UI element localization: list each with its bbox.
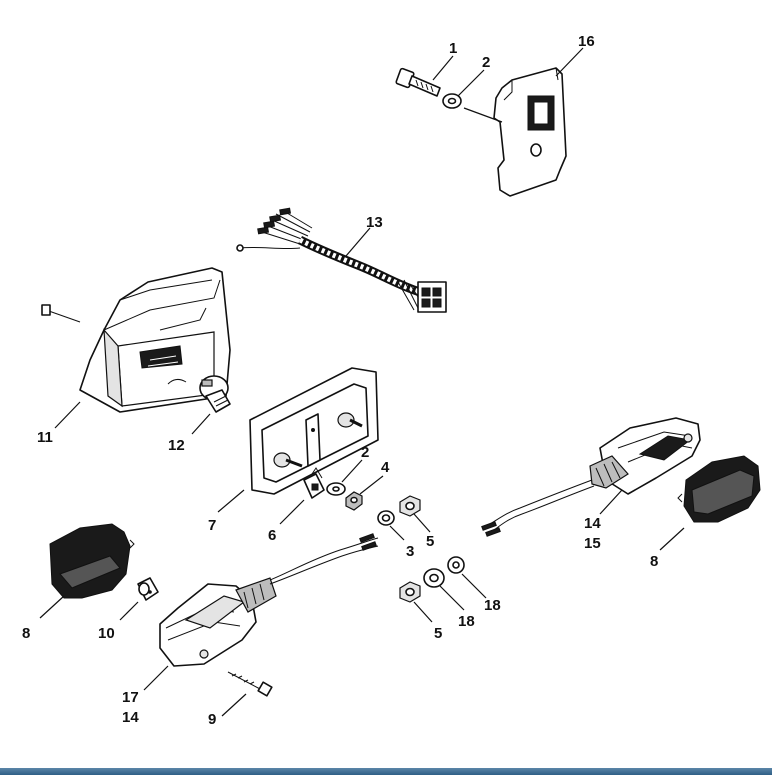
part-6-clip bbox=[303, 467, 325, 499]
callout-17: 18 bbox=[484, 597, 501, 614]
part-2-washer-mid bbox=[326, 482, 346, 496]
callout-4: 4 bbox=[381, 459, 390, 476]
callout-11: 11 bbox=[37, 429, 53, 446]
part-3-washer bbox=[377, 510, 395, 526]
part-8-lens-left bbox=[49, 523, 135, 599]
part-1-bolt bbox=[395, 67, 441, 97]
part-14-turn-signal-left bbox=[159, 533, 379, 667]
callout-5-upper: 5 bbox=[426, 533, 434, 550]
part-16-bracket bbox=[493, 67, 567, 197]
callout-9: 9 bbox=[208, 711, 216, 728]
part-7-plate-bracket bbox=[249, 367, 379, 495]
part-11-taillight-housing bbox=[41, 267, 231, 413]
part-8-lens-right bbox=[677, 455, 761, 523]
callout-15-left: 14 bbox=[122, 709, 139, 726]
callout-14-right: 14 bbox=[584, 515, 601, 532]
part-5-nut-upper bbox=[399, 495, 421, 517]
part-5-nut-lower bbox=[399, 581, 421, 603]
callout-3: 3 bbox=[406, 543, 414, 560]
callout-15-right: 15 bbox=[584, 535, 601, 552]
callout-10: 10 bbox=[98, 625, 115, 642]
callout-5-lower: 5 bbox=[434, 625, 442, 642]
part-2-washer-top bbox=[442, 93, 462, 109]
bottom-bar bbox=[0, 768, 772, 775]
callout-16: 16 bbox=[578, 33, 595, 50]
callout-8-left: 8 bbox=[22, 625, 30, 642]
callout-7: 7 bbox=[208, 517, 216, 534]
callout-8-right: 8 bbox=[650, 553, 658, 570]
part-18-washer bbox=[423, 568, 445, 588]
part-10-small-bulb bbox=[137, 577, 159, 601]
part-12-bulb bbox=[199, 375, 231, 413]
callout-6: 6 bbox=[268, 527, 276, 544]
callout-2-top: 2 bbox=[482, 54, 490, 71]
part-17-washer bbox=[447, 556, 465, 574]
callout-1: 1 bbox=[449, 40, 457, 57]
callout-14-left: 17 bbox=[122, 689, 139, 706]
part-14-turn-signal-right bbox=[481, 417, 701, 537]
part-4-nut bbox=[345, 491, 363, 511]
part-9-screw bbox=[227, 671, 273, 697]
callout-18: 18 bbox=[458, 613, 475, 630]
callout-2-mid: 2 bbox=[361, 444, 369, 461]
callout-13: 13 bbox=[366, 214, 383, 231]
callout-12: 12 bbox=[168, 437, 185, 454]
part-13-wiring-harness bbox=[236, 207, 447, 313]
